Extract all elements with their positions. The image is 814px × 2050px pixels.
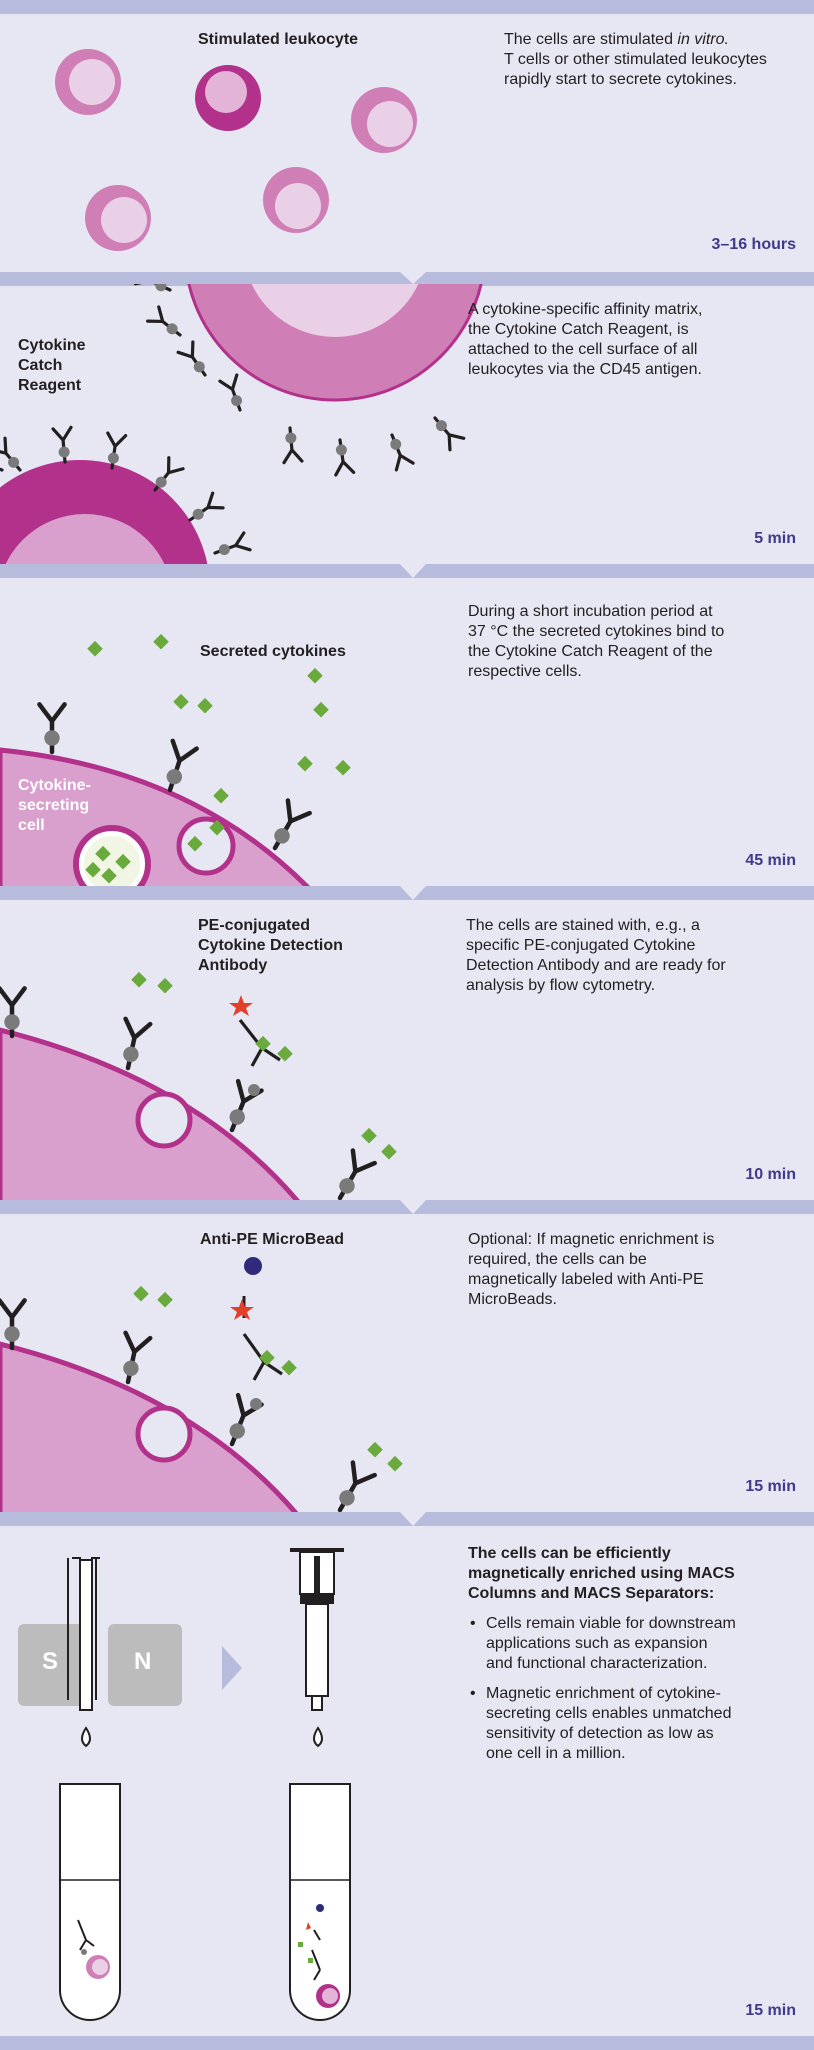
step6-title: The cells can be efficiently magneticall… [468,1545,735,1602]
step1-label: Stimulated leukocyte [198,31,359,48]
step1-desc-italic: in vitro. [677,31,729,48]
step3-cell-label: Cytokine-secreting cell [18,777,91,834]
divider-band-2 [0,564,814,578]
step6-time: 15 min [745,2002,796,2019]
macs-separation-scene [18,1548,351,2021]
step5-description: Optional: If magnetic enrichment is requ… [468,1231,715,1308]
step4-label: PE-conjugated Cytokine Detection Antibod… [198,917,343,974]
leukocyte-cells [55,49,417,251]
test-tube-right [289,1783,351,2021]
step4-description: The cells are stained with, e.g., a spec… [466,917,726,994]
arrow-icon [222,1646,242,1690]
step3-time: 45 min [745,852,796,869]
step5-label: Anti-PE MicroBead [200,1231,345,1248]
magnet-n [108,1624,182,1706]
step6-description: The cells can be efficiently magneticall… [468,1544,738,1764]
step6-bullet-1: Cells remain viable for downstream appli… [468,1614,738,1674]
pe-detection-scene [0,971,397,1200]
step1-time: 3–16 hours [711,236,796,253]
step4-time: 10 min [745,1166,796,1183]
magnet-s-label: S [42,1648,59,1675]
catch-reagent-scene [0,284,483,564]
secreting-cell-scene [0,633,351,886]
step2-time: 5 min [754,530,796,547]
divider-band-3 [0,886,814,900]
magnet-s [18,1624,92,1706]
top-band [0,0,814,14]
step6-bullet-2: Magnetic enrichment of cytokine-secretin… [468,1684,738,1764]
test-tube-left [59,1783,121,2021]
magnet-n-label: N [134,1648,152,1675]
bottom-band [0,2036,814,2050]
step2-description: A cytokine-specific affinity matrix, the… [468,301,703,378]
step3-label: Secreted cytokines [200,643,346,660]
step5-time: 15 min [745,1478,796,1495]
step1-desc-text: The cells are stimulated [504,31,678,48]
step2-label: Cytokine Catch Reagent [18,337,86,394]
step1-description: The cells are stimulated in vitro. T cell… [504,30,794,90]
divider-band-1 [0,272,814,286]
microbead-scene [0,1257,403,1512]
divider-band-5 [0,1512,814,1526]
step3-description: During a short incubation period at 37 °… [468,603,725,680]
divider-band-4 [0,1200,814,1214]
step1-desc-text2: T cells or other stimulated leukocytes r… [504,51,767,88]
